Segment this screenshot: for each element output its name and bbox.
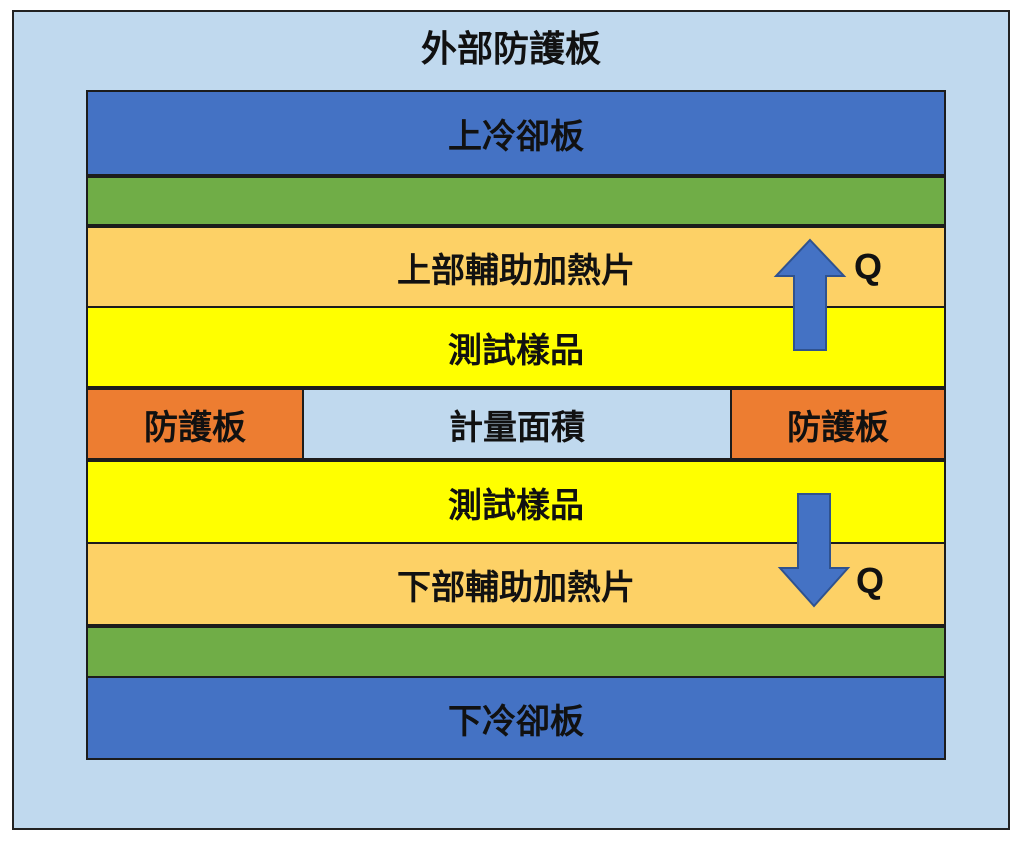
heat-flow-down-label: Q xyxy=(856,560,885,601)
heat-flow-down-arrow-icon xyxy=(777,493,851,608)
guard-plate-right-label: 防護板 xyxy=(787,407,889,448)
upper-aux-heater: 上部輔助加熱片 xyxy=(86,226,946,308)
guard-plate-left: 防護板 xyxy=(86,388,304,460)
metering-area-label: 計量面積 xyxy=(449,407,585,448)
heat-flow-up-arrow-icon xyxy=(773,238,847,351)
upper-aux-heater-label: 上部輔助加熱片 xyxy=(397,250,635,291)
lower-test-sample-label: 測試樣品 xyxy=(448,485,584,526)
upper-green-layer xyxy=(86,176,946,226)
lower-green-layer xyxy=(86,626,946,678)
lower-cooling-plate: 下冷卻板 xyxy=(86,676,946,760)
metering-area: 計量面積 xyxy=(302,388,732,460)
upper-cooling-plate: 上冷卻板 xyxy=(86,90,946,176)
guard-plate-left-label: 防護板 xyxy=(144,407,246,448)
upper-test-sample-label: 測試樣品 xyxy=(448,330,584,371)
heat-flow-up-label: Q xyxy=(854,246,883,287)
lower-cooling-plate-label: 下冷卻板 xyxy=(448,701,584,742)
lower-aux-heater-label: 下部輔助加熱片 xyxy=(397,567,635,608)
outer-guard-plate-label: 外部防護板 xyxy=(420,29,601,70)
upper-cooling-plate-label: 上冷卻板 xyxy=(448,116,584,157)
guard-plate-right: 防護板 xyxy=(730,388,946,460)
